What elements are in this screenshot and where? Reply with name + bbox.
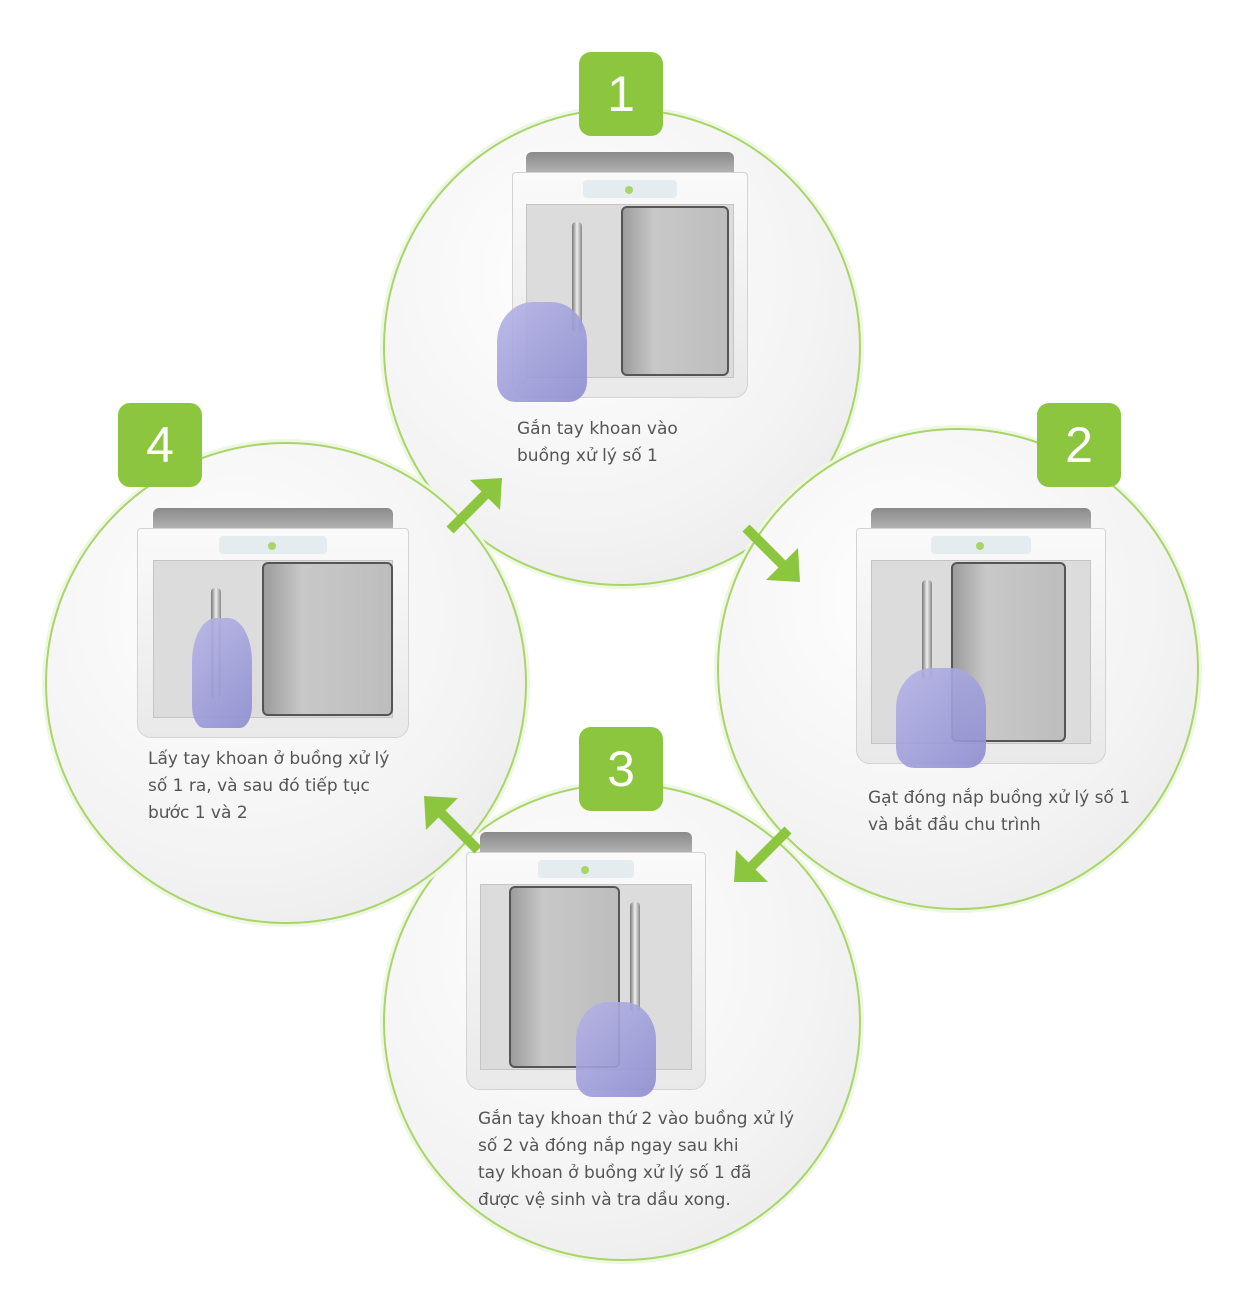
step-4-device-image — [137, 508, 409, 738]
step-4-badge: 4 — [118, 403, 202, 487]
step-3-badge: 3 — [579, 727, 663, 811]
arrow-2-to-3-icon — [734, 826, 792, 882]
step-1-device-image — [497, 152, 748, 402]
step-3-caption: Gắn tay khoan thứ 2 vào buồng xử lý số 2… — [478, 1109, 795, 1210]
step-1-badge: 1 — [579, 52, 663, 136]
step-4-caption: Lấy tay khoan ở buồng xử lý số 1 ra, và … — [148, 749, 390, 823]
step-2-badge: 2 — [1037, 403, 1121, 487]
step-3-device-image — [466, 832, 706, 1097]
arrow-3-to-4-icon — [424, 796, 482, 854]
step-2-device-image — [856, 508, 1106, 768]
arrow-1-to-2-icon — [742, 524, 800, 582]
step-1-caption: Gắn tay khoan vào buồng xử lý số 1 — [517, 419, 678, 466]
step-2-caption: Gạt đóng nắp buồng xử lý số 1 và bắt đầu… — [868, 788, 1131, 835]
arrow-4-to-1-icon — [446, 478, 502, 534]
